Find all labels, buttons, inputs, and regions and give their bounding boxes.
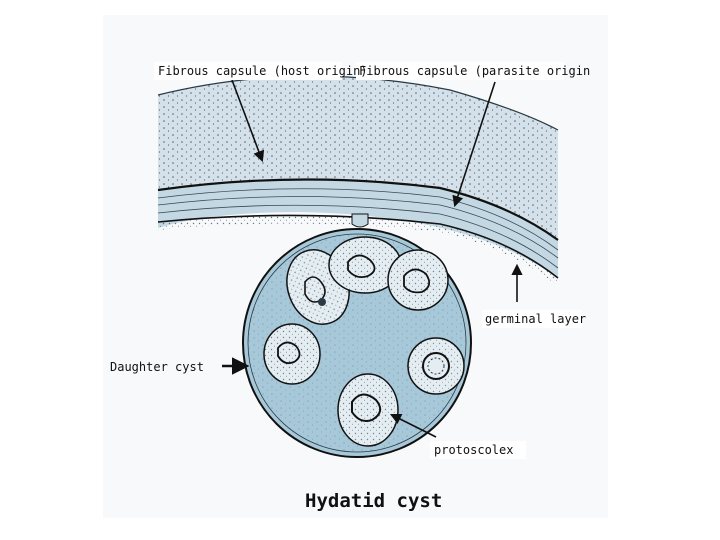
laminated-line-2: [157, 188, 559, 251]
protoscolex-right: [407, 337, 465, 395]
protoscolex-bottom: [337, 373, 399, 447]
brood-stalk: [351, 213, 369, 228]
protoscolex-label: protoscolex: [434, 443, 513, 457]
hooklet: [318, 298, 326, 306]
protoscolex-cell-stipple: [329, 237, 401, 293]
parasite-capsule-label-bg: [356, 62, 564, 80]
protoscolex-left: [263, 323, 321, 385]
germinal-layer-label: germinal layer: [485, 312, 586, 326]
laminated-line-3: [157, 196, 559, 259]
brood-capsule-cluster: [286, 236, 449, 325]
protoscolex-hooks: [403, 268, 431, 294]
protoscolex-cell-stipple: [388, 250, 448, 310]
protoscolex-label-bg: [430, 441, 526, 459]
germinal-layer-stipple: [158, 215, 558, 286]
daughter-cyst-label: Daughter cyst: [110, 360, 204, 374]
host-capsule-label: Fibrous capsule (host origin): [158, 64, 368, 78]
laminated-line-4: [157, 204, 559, 269]
host-capsule-label-bg: [154, 62, 342, 80]
laminated-line-1: [157, 178, 559, 241]
protoscolex-hooks: [304, 276, 326, 303]
parasite-capsule-arrow: [452, 81, 496, 208]
protoscolex-hooks: [347, 254, 376, 279]
host-capsule-outer-edge: [157, 75, 559, 131]
protoscolex-arrow: [389, 413, 437, 438]
host-capsule-arrow: [231, 79, 265, 163]
germinal-label-bg: [482, 310, 582, 328]
parasite-capsule-label: Fibrous capsule (parasite origin: [359, 64, 590, 78]
host-capsule-stipple: [158, 76, 558, 279]
diagram-title: Hydatid cyst: [305, 490, 442, 512]
